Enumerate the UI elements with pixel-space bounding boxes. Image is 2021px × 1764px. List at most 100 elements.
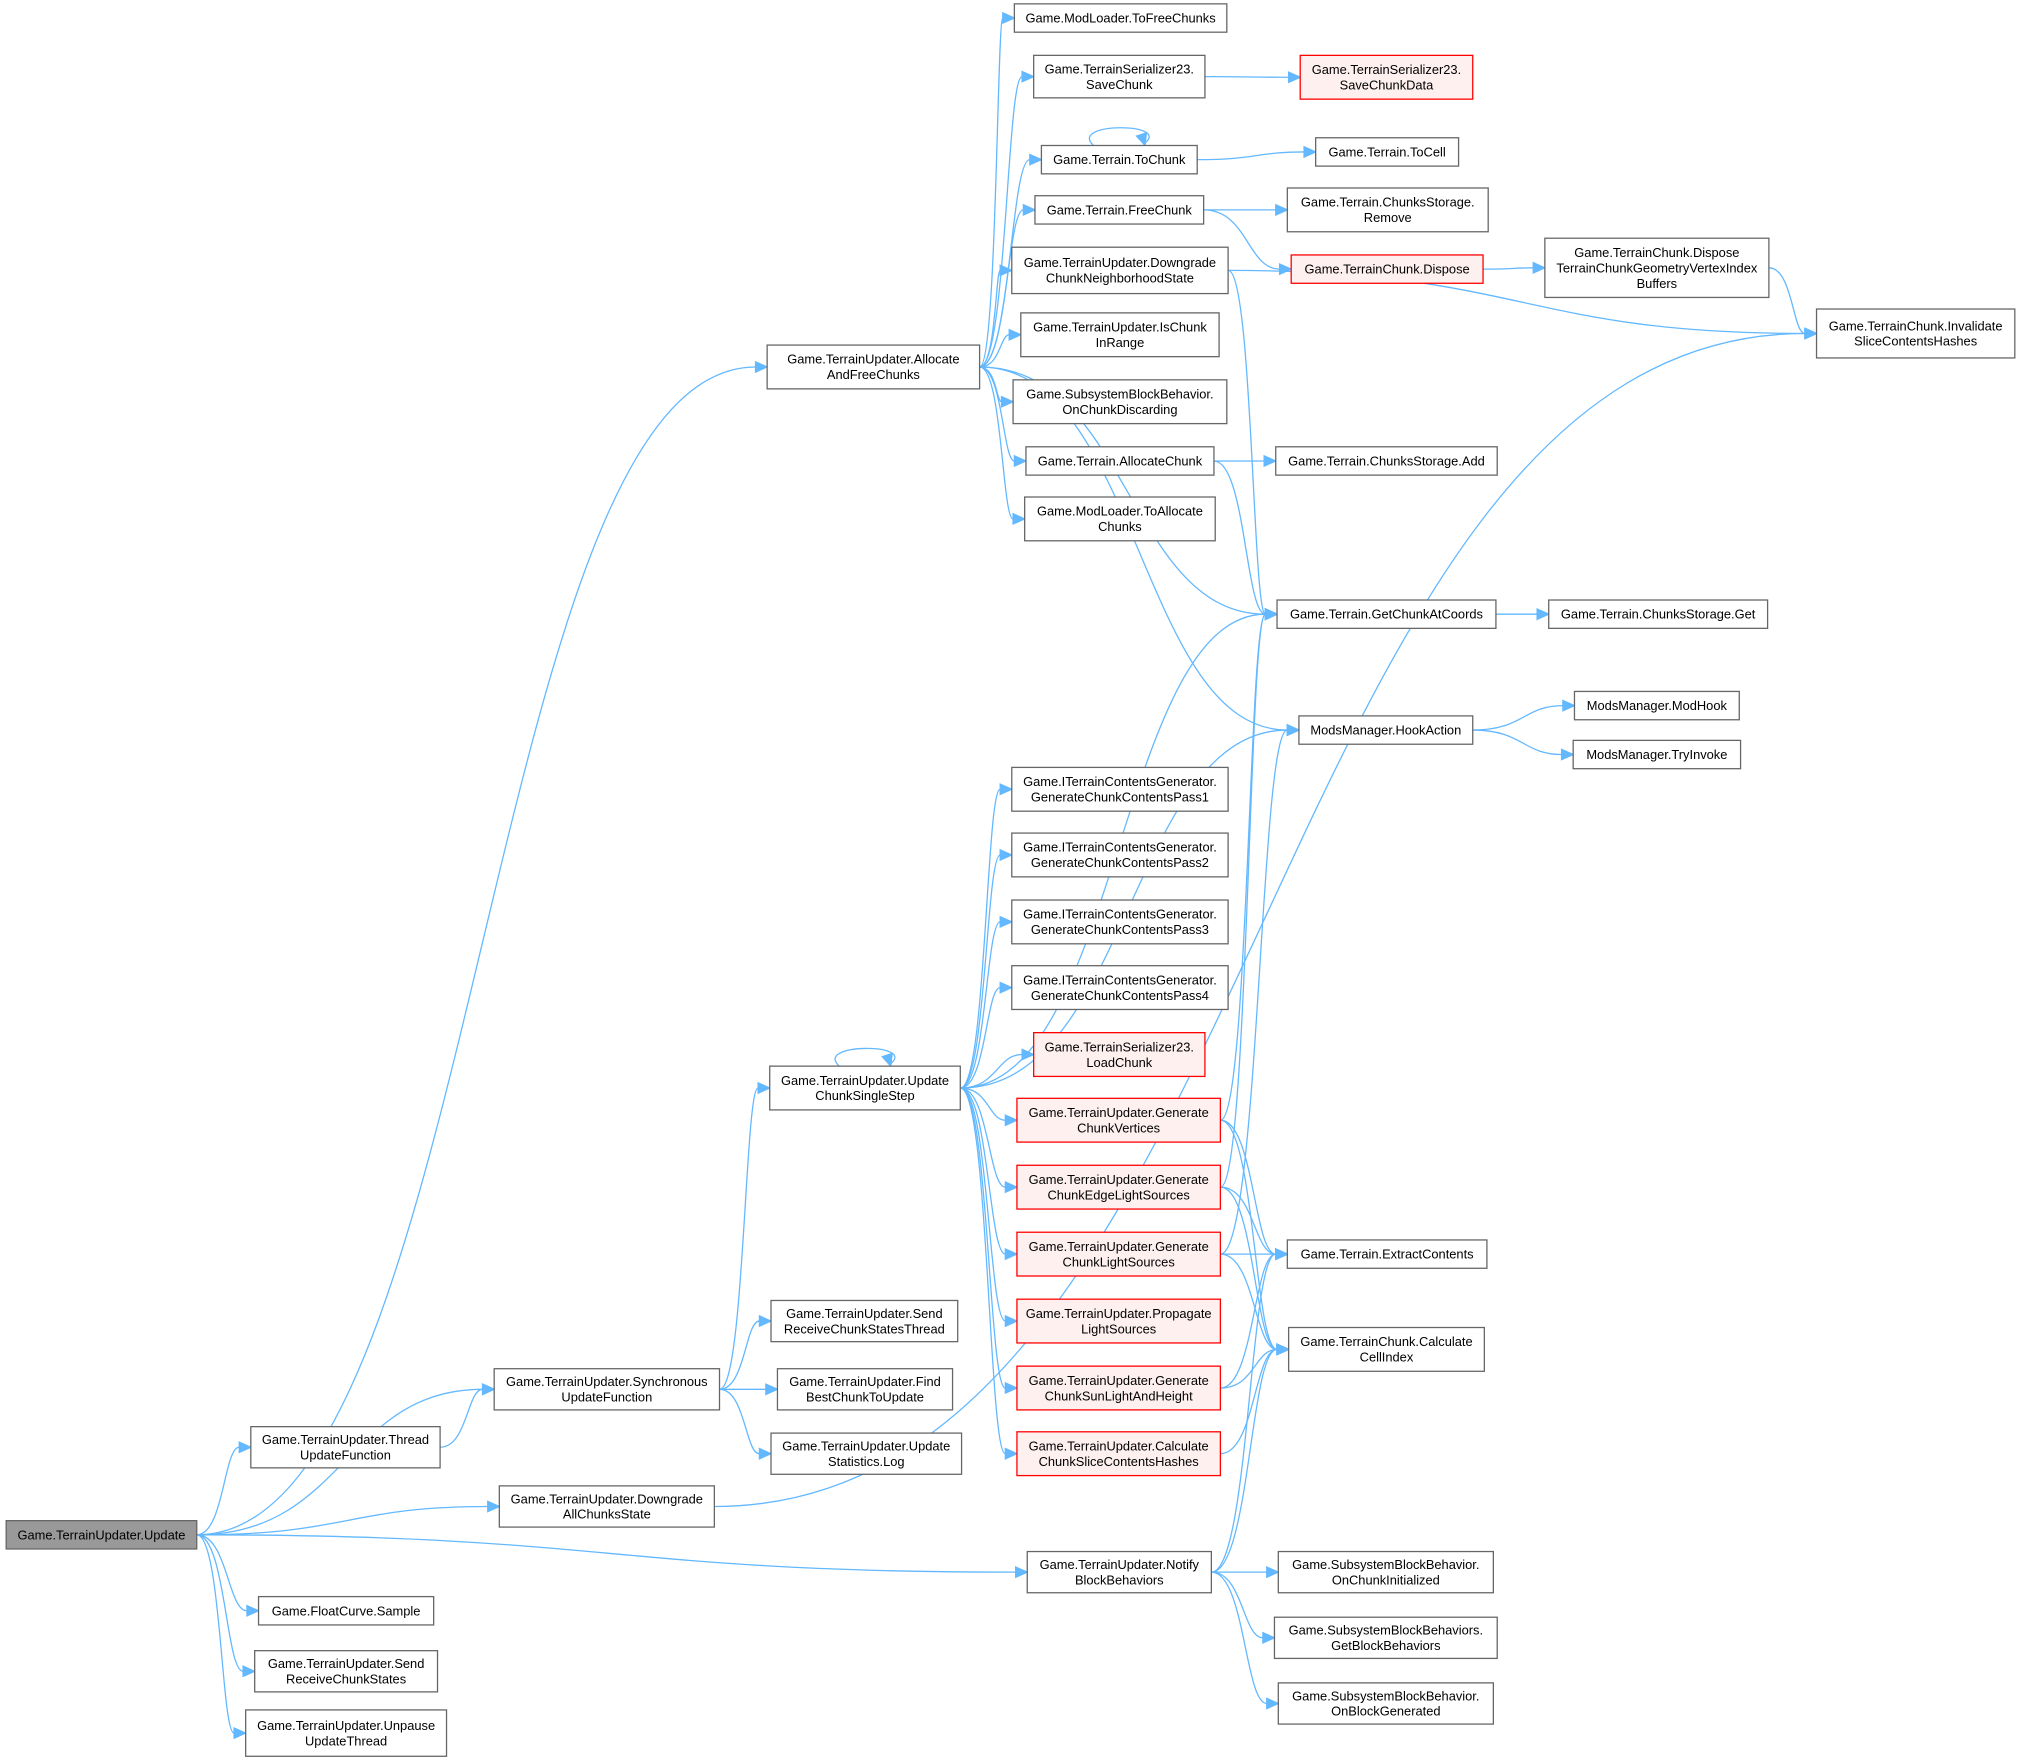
node-label: Game.ITerrainContentsGenerator.GenerateC… bbox=[1023, 907, 1217, 937]
node-savedata[interactable]: Game.TerrainSerializer23.SaveChunkData bbox=[1299, 54, 1474, 100]
arrowhead bbox=[1021, 70, 1036, 83]
node-box bbox=[1299, 54, 1474, 100]
edge-single-pass1 bbox=[960, 783, 1014, 1089]
node-box bbox=[1277, 1682, 1494, 1725]
arrowhead bbox=[999, 915, 1014, 929]
node-allocchunk[interactable]: Game.Terrain.AllocateChunk bbox=[1025, 446, 1215, 476]
node-pass3[interactable]: Game.ITerrainContentsGenerator.GenerateC… bbox=[1011, 899, 1229, 945]
node-freechunk[interactable]: Game.Terrain.FreeChunk bbox=[1034, 195, 1205, 225]
edge-line bbox=[1220, 1253, 1276, 1389]
edge-notify-extract bbox=[1211, 1247, 1289, 1573]
node-tryinvoke[interactable]: ModsManager.TryInvoke bbox=[1572, 739, 1742, 770]
arrowhead bbox=[1532, 261, 1547, 274]
arrowhead bbox=[1004, 1247, 1019, 1261]
edge-line bbox=[1472, 729, 1562, 756]
node-dispose[interactable]: Game.TerrainChunk.Dispose bbox=[1290, 254, 1484, 284]
node-box bbox=[1012, 379, 1228, 425]
edge-update-sendrecv bbox=[196, 1534, 257, 1678]
node-box bbox=[1016, 1298, 1222, 1344]
edge-update-downall bbox=[196, 1500, 501, 1536]
node-box bbox=[1273, 1616, 1498, 1660]
arrowhead bbox=[1286, 723, 1301, 737]
node-getcoords[interactable]: Game.Terrain.GetChunkAtCoords bbox=[1276, 599, 1497, 629]
node-label: Game.SubsystemBlockBehavior.OnChunkDisca… bbox=[1026, 387, 1213, 417]
arrowhead bbox=[487, 1500, 501, 1513]
edge-line bbox=[960, 1087, 1006, 1322]
node-box bbox=[254, 1650, 439, 1693]
node-label: Game.Terrain.ExtractContents bbox=[1301, 1247, 1474, 1262]
node-box bbox=[1290, 254, 1484, 284]
edge-line bbox=[196, 1534, 244, 1672]
node-label: ModsManager.ModHook bbox=[1587, 698, 1728, 713]
arrowhead bbox=[242, 1665, 257, 1678]
edge-line bbox=[1213, 460, 1266, 615]
node-modhook[interactable]: ModsManager.ModHook bbox=[1573, 690, 1740, 721]
edge-genedge-cellindex bbox=[1220, 1186, 1291, 1356]
node-box bbox=[1033, 54, 1206, 99]
node-hook[interactable]: ModsManager.HookAction bbox=[1298, 715, 1474, 745]
node-initialized[interactable]: Game.SubsystemBlockBehavior.OnChunkIniti… bbox=[1277, 1550, 1494, 1594]
arrowhead bbox=[999, 981, 1014, 994]
node-pass4[interactable]: Game.ITerrainContentsGenerator.GenerateC… bbox=[1011, 965, 1229, 1011]
node-pass1[interactable]: Game.ITerrainContentsGenerator.GenerateC… bbox=[1011, 766, 1229, 812]
node-get[interactable]: Game.Terrain.ChunksStorage.Get bbox=[1548, 599, 1769, 629]
edge-genedge-extract bbox=[1220, 1186, 1289, 1261]
node-label: Game.ITerrainContentsGenerator.GenerateC… bbox=[1023, 972, 1217, 1002]
node-box bbox=[1287, 1326, 1485, 1372]
node-generated[interactable]: Game.SubsystemBlockBehavior.OnBlockGener… bbox=[1277, 1682, 1494, 1725]
edge-line bbox=[1220, 729, 1288, 1255]
node-floatcurve[interactable]: Game.FloatCurve.Sample bbox=[257, 1595, 435, 1626]
node-label: ModsManager.TryInvoke bbox=[1586, 747, 1727, 762]
edge-alloc-tofree bbox=[979, 11, 1016, 368]
node-update[interactable]: Game.TerrainUpdater.Update bbox=[5, 1520, 198, 1550]
arrowhead bbox=[754, 360, 769, 374]
node-add[interactable]: Game.Terrain.ChunksStorage.Add bbox=[1275, 446, 1498, 476]
arrowhead bbox=[1262, 1631, 1277, 1644]
node-label: Game.Terrain.AllocateChunk bbox=[1038, 453, 1203, 468]
arrowhead bbox=[1004, 1314, 1019, 1328]
edge-update-floatcurve bbox=[196, 1534, 261, 1617]
node-box bbox=[1026, 1550, 1213, 1594]
node-box bbox=[1016, 1365, 1222, 1411]
edge-update-unpause bbox=[196, 1534, 248, 1740]
node-box bbox=[770, 1299, 959, 1343]
node-savechunk[interactable]: Game.TerrainSerializer23.SaveChunk bbox=[1033, 54, 1206, 99]
node-tocell[interactable]: Game.Terrain.ToCell bbox=[1315, 137, 1460, 167]
node-tochunk[interactable]: Game.Terrain.ToChunk bbox=[1040, 144, 1198, 175]
node-pass2[interactable]: Game.ITerrainContentsGenerator.GenerateC… bbox=[1011, 832, 1229, 878]
edge-line bbox=[1220, 1348, 1278, 1455]
node-remove[interactable]: Game.Terrain.ChunksStorage.Remove bbox=[1286, 187, 1489, 233]
node-discarding[interactable]: Game.SubsystemBlockBehavior.OnChunkDisca… bbox=[1012, 379, 1228, 425]
node-load[interactable]: Game.TerrainSerializer23.LoadChunk bbox=[1033, 1032, 1206, 1078]
node-getbehaviors[interactable]: Game.SubsystemBlockBehaviors.GetBlockBeh… bbox=[1273, 1616, 1498, 1660]
edge-line bbox=[979, 269, 1001, 368]
node-extract[interactable]: Game.Terrain.ExtractContents bbox=[1286, 1239, 1488, 1269]
node-tofree[interactable]: Game.ModLoader.ToFreeChunks bbox=[1013, 3, 1228, 33]
edge-line bbox=[960, 1087, 1006, 1121]
node-label: Game.TerrainSerializer23.LoadChunk bbox=[1045, 1039, 1194, 1069]
